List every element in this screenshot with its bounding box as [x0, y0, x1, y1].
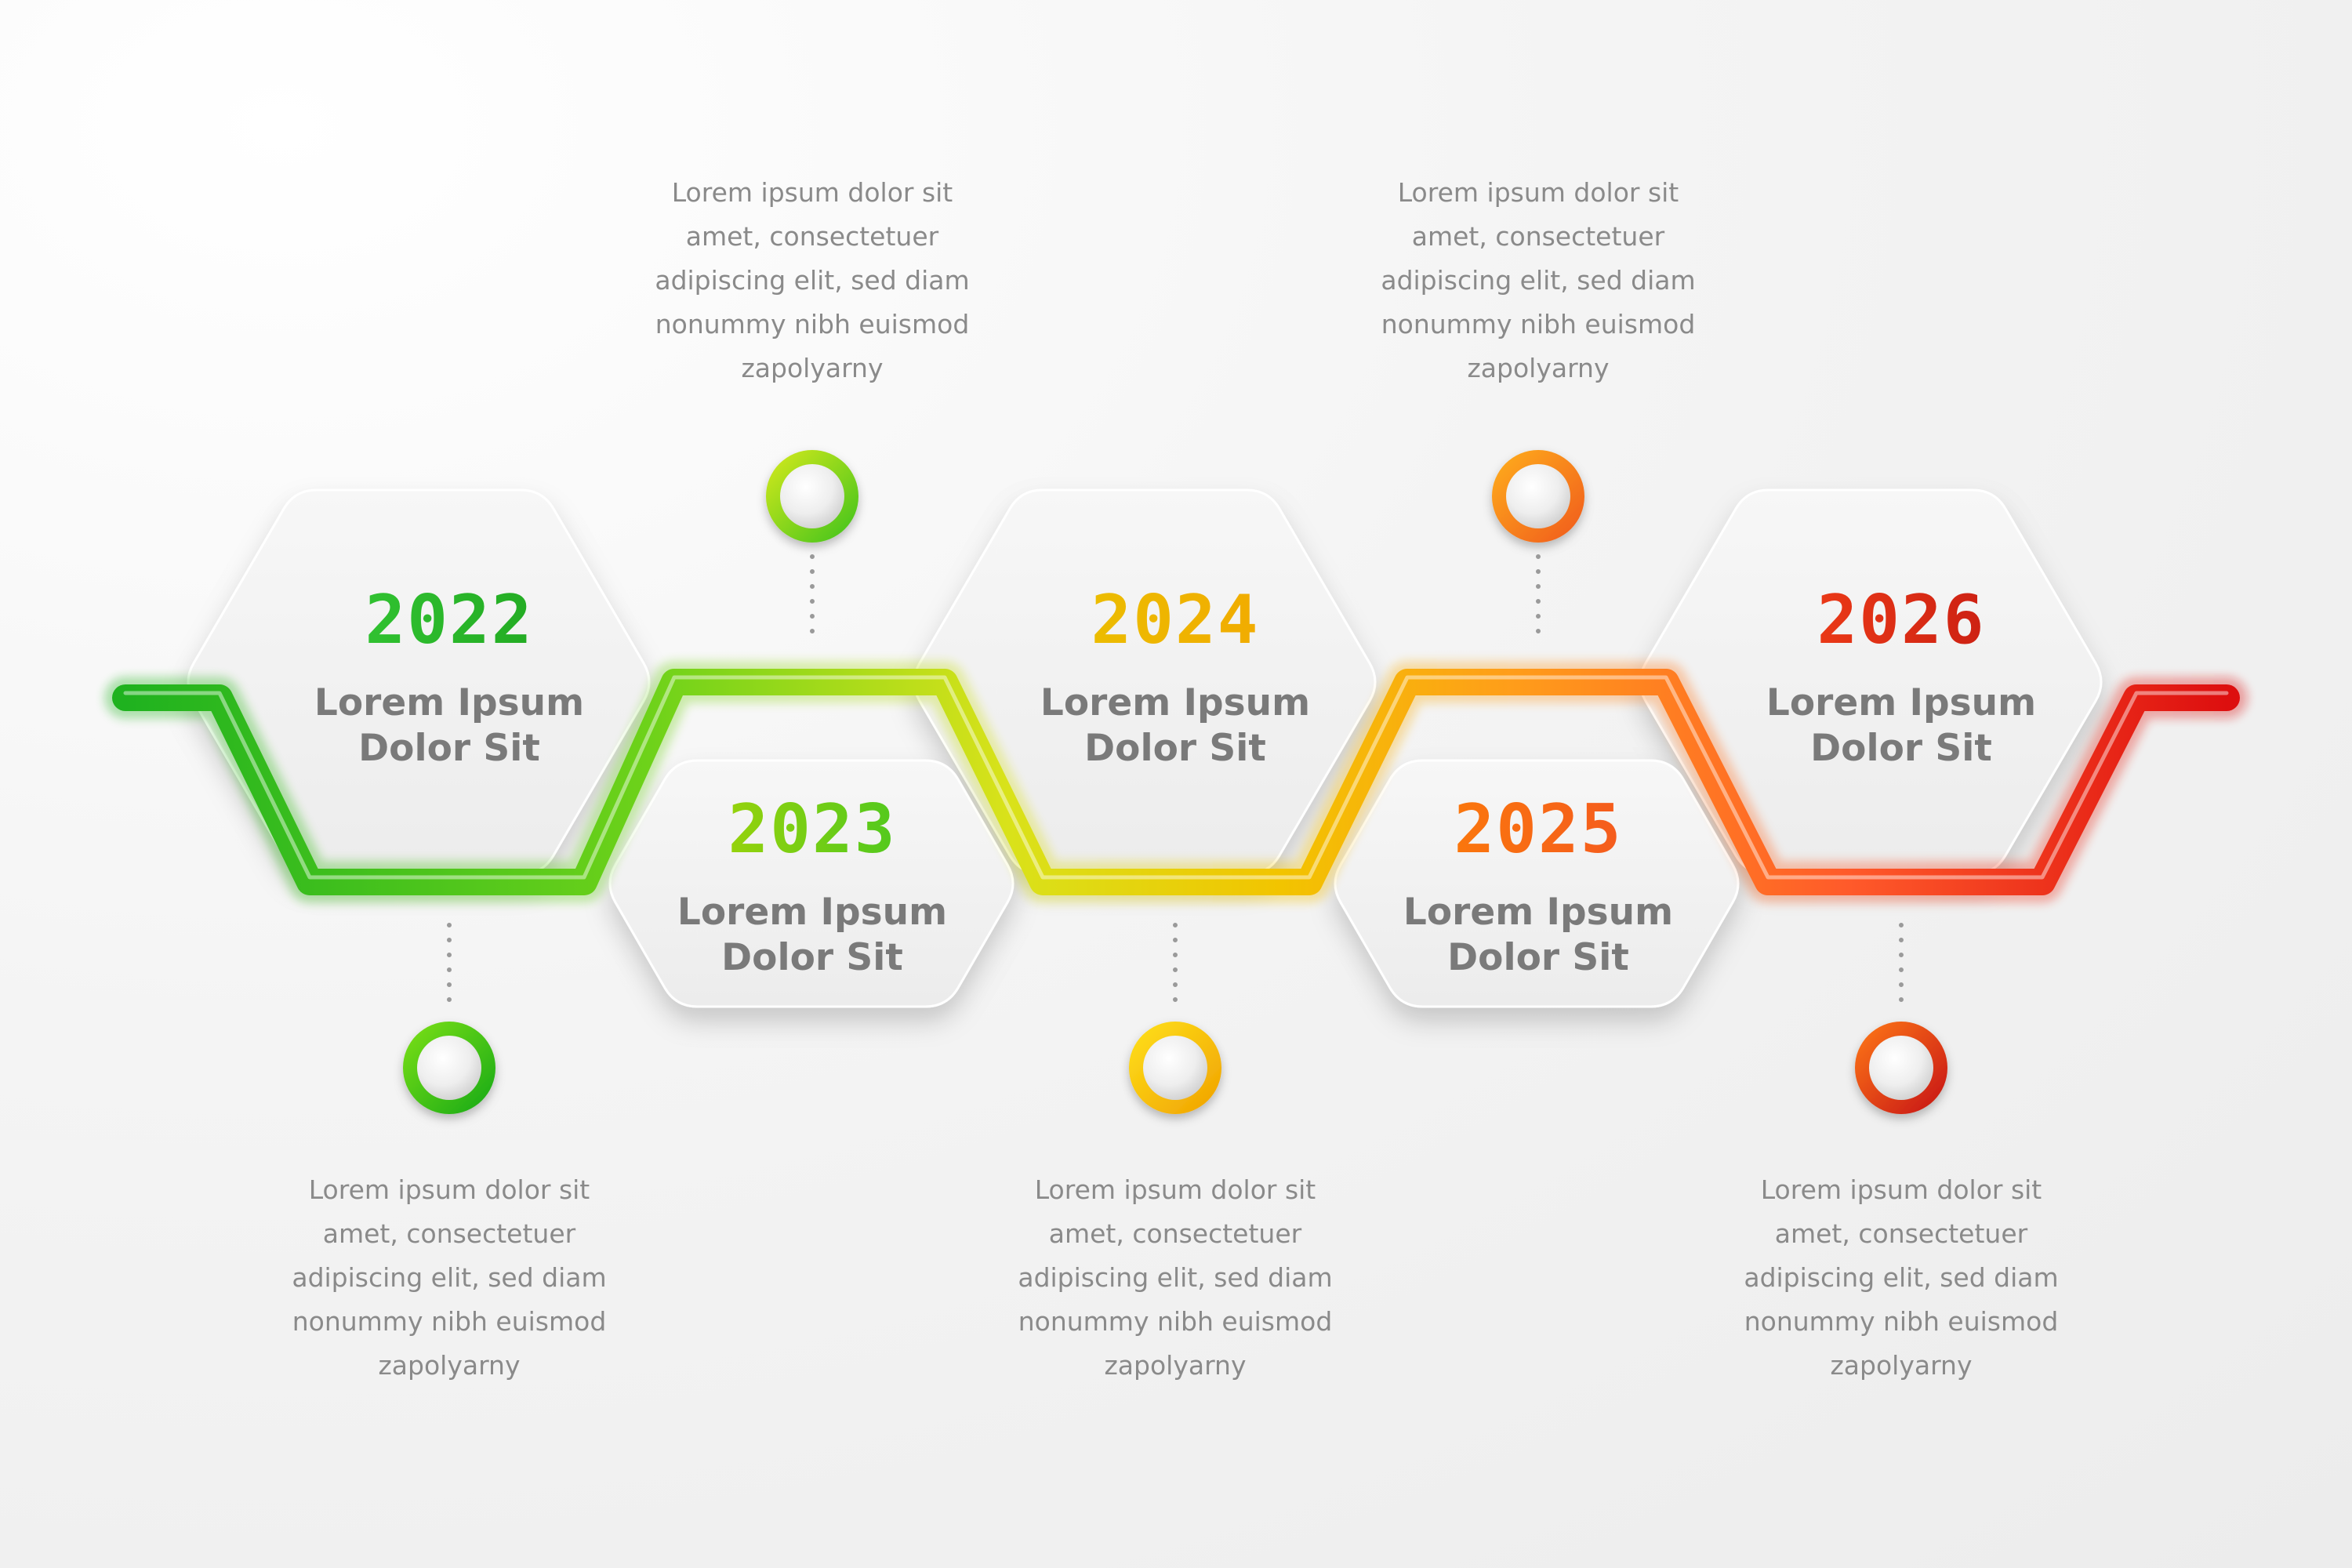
marker-circle-2026 [1855, 1022, 1947, 1114]
marker-circle-2022 [403, 1022, 495, 1114]
marker-circle-2023 [766, 450, 858, 543]
connector-lines [447, 554, 1904, 1014]
year-label: 2025 [1334, 796, 1742, 863]
timeline-line [104, 661, 2248, 903]
year-label: 2023 [608, 796, 1016, 863]
year-label: 2024 [971, 586, 1379, 654]
circle-markers [403, 450, 1947, 1114]
marker-circle-2025 [1492, 450, 1584, 543]
hexagon-2023 [608, 759, 1014, 1008]
year-label: 2022 [245, 586, 653, 654]
marker-circle-2024 [1129, 1022, 1221, 1114]
hexagon-shapes [187, 488, 2103, 1008]
year-label: 2026 [1697, 586, 2105, 654]
